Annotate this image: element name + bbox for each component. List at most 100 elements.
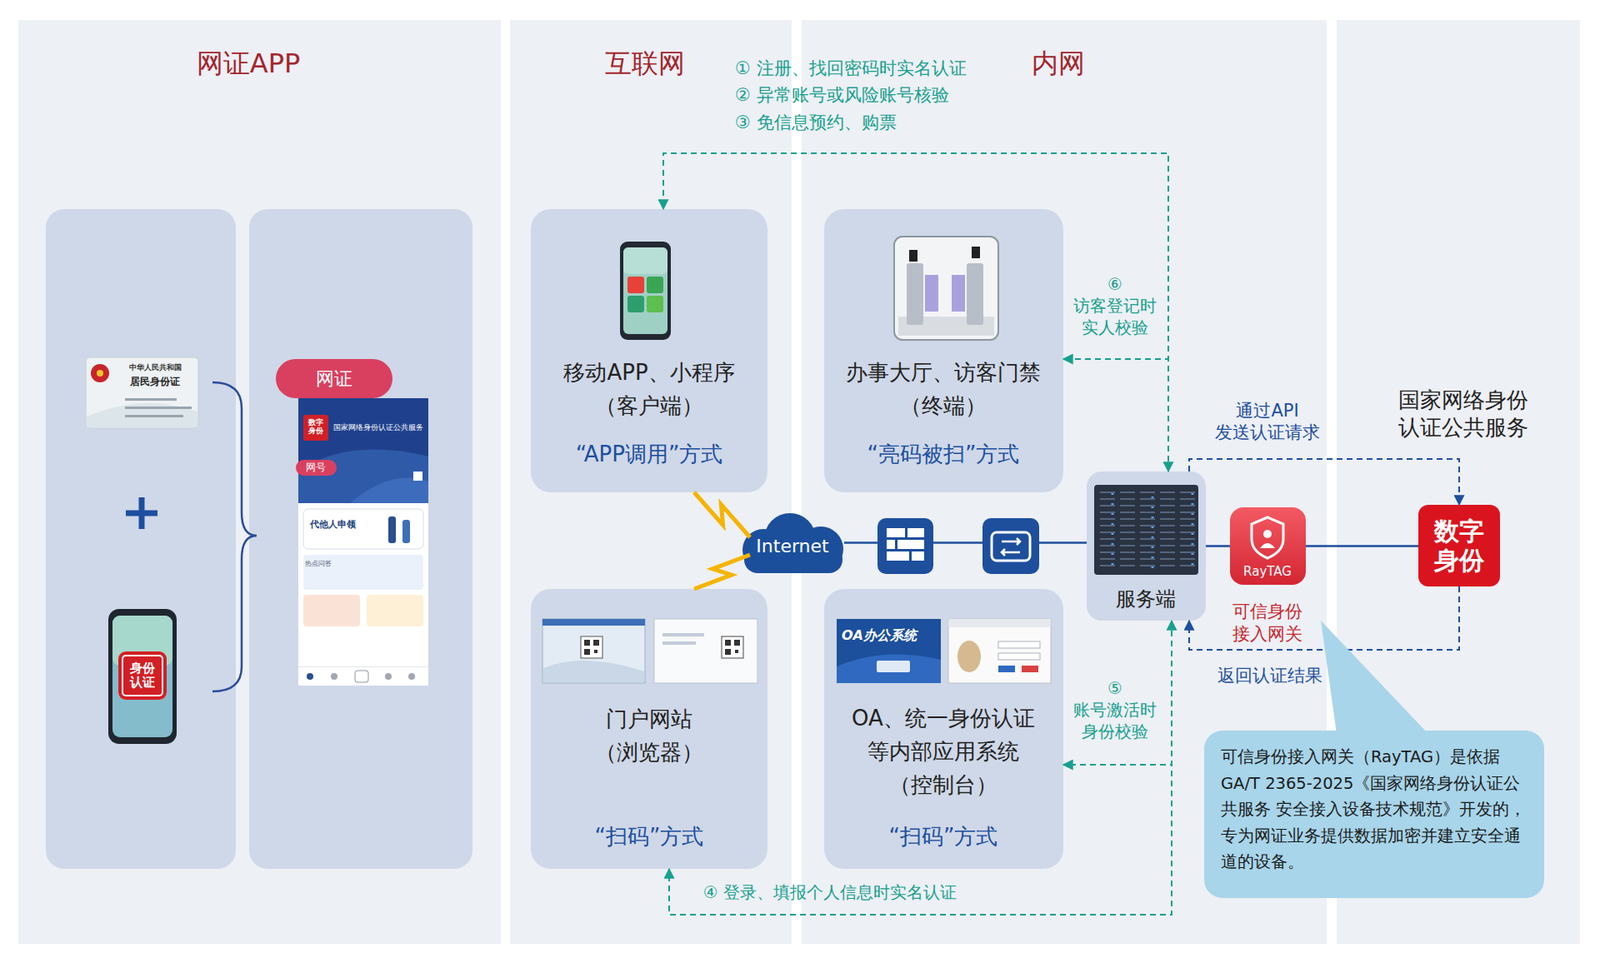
panel-heading: 内网 [1031,47,1085,80]
icon-text: 身份 认证 [129,661,157,691]
id-card-text: 居民身份证 [130,375,180,388]
icon-text: RayTAG [1243,564,1292,580]
text-slot: “扫码”方式 [887,820,1000,854]
app-screenshot [402,520,410,544]
text-slot: 内网 [1031,47,1085,80]
edge-label: ④ 登录、填报个人信息时实名认证 [703,882,957,903]
client-card: 办事大厅、访客门禁 （终端）“亮码被扫”方式 [824,209,1064,493]
server-card: 服务端 [1086,471,1206,621]
service-title: 国家网络身份 认证公共服务 [1397,386,1530,441]
app-screenshot [298,398,429,686]
app-screenshot [303,509,424,550]
text-slot: Internet [755,535,829,558]
text-slot: 网号 [305,461,326,474]
text-slot: 可信身份 接入网关 [1231,600,1305,647]
browser-screenshot [654,619,758,684]
server-picture [1100,491,1115,569]
app-screenshot [388,516,396,544]
node-text: 服务端 [1115,587,1176,612]
app-screenshot [366,595,424,627]
brace [212,382,257,692]
text-slot: ② 异常账号或风险账号核验 [735,85,950,106]
inner-card [249,209,473,870]
text-slot: 居民身份证 [130,375,180,388]
server-picture [1151,496,1155,569]
browser-screenshot [584,640,590,646]
edge-label: ⑥ 访客登记时 实人校验 [1072,273,1159,339]
system-screenshot [836,619,941,684]
system-screenshot [948,619,1051,628]
node-text: OA、统一身份认证 等内部应用系统 （控制台） [850,701,1037,802]
inner-card [45,209,236,870]
text-slot: OA、统一身份认证 等内部应用系统 （控制台） [850,701,1037,802]
text-slot: “APP调用”方式 [574,437,725,471]
id-card-picture [125,415,184,418]
phone-picture [646,295,664,313]
text-slot: 数字 身份 [1433,517,1486,575]
system-screenshot [836,655,941,684]
text-slot: 热点问答 [305,560,332,569]
edge-label: 返回认证结果 [1217,665,1323,687]
text-slot: 返回认证结果 [1217,665,1323,687]
system-screenshot [957,640,981,673]
screen-text: OA办公系统 [841,627,917,644]
gate-picture [894,236,999,340]
system-screenshot [998,641,1040,649]
phone-picture [112,615,173,738]
app-screenshot [306,673,314,680]
plus-sign [125,497,158,530]
system-screenshot [876,660,910,673]
text-slot: ① 注册、找回密码时实名认证 [735,58,967,80]
app-name-pill: 网证 [275,359,393,399]
app-screenshot [303,555,424,590]
tag-pill: 网号 [295,460,337,476]
gate-picture [966,263,984,325]
step-note: ② 异常账号或风险账号核验 [735,85,950,106]
browser-screenshot [580,636,603,659]
text-slot: OA办公系统 [841,627,917,644]
gate-picture [906,263,924,325]
text-slot: “扫码”方式 [593,820,705,854]
client-card: 移动APP、小程序 （客户端） “APP调用”方式 [530,209,768,493]
screen-text: 热点问答 [305,560,332,569]
browser-screenshot [593,640,600,646]
text-slot: 身份 认证 [129,661,157,691]
browser-screenshot [662,641,696,645]
id-card-picture [85,357,199,429]
note-box: 可信身份接入网关（RayTAG）是依据GA/T 2365-2025《国家网络身份… [1204,730,1545,899]
browser-screenshot [584,649,590,655]
id-card-picture [90,364,110,383]
edge-label: ⑤ 账号激活时 身份校验 [1072,677,1159,743]
system-screenshot [998,653,1040,660]
phone-picture [646,276,664,294]
gate-picture [971,246,980,259]
step-note: ① 注册、找回密码时实名认证 [735,58,967,80]
client-card: 门户网站 （浏览器）“扫码”方式 [530,589,768,870]
gateway-icon: RayTAG可信身份 接入网关 [1230,507,1306,585]
node-text: “扫码”方式 [593,820,705,854]
server-picture [1094,485,1199,575]
text-slot: “亮码被扫”方式 [865,437,1021,471]
phone-picture [627,276,645,294]
id-card-picture [125,398,177,401]
shield-icon [1263,530,1272,539]
text-slot: RayTAG [1243,564,1292,580]
panel-heading: 网证APP [196,47,300,80]
gate-picture [909,250,918,262]
server-picture [1160,491,1175,569]
app-panel-art [18,20,501,945]
text-slot: 移动APP、小程序 （客户端） [562,355,737,423]
browser-screenshot [542,619,645,626]
text-slot: 网证 [315,368,353,390]
server-picture [1111,493,1115,569]
shield-icon [1251,517,1284,559]
id-card-picture [96,370,104,377]
server-picture [1120,491,1135,569]
system-screenshot [948,619,1051,684]
server-picture [1140,491,1155,569]
phone-picture [623,247,668,275]
browser-screenshot [662,633,705,637]
id-card-picture [85,357,199,429]
gate-picture [951,275,965,312]
